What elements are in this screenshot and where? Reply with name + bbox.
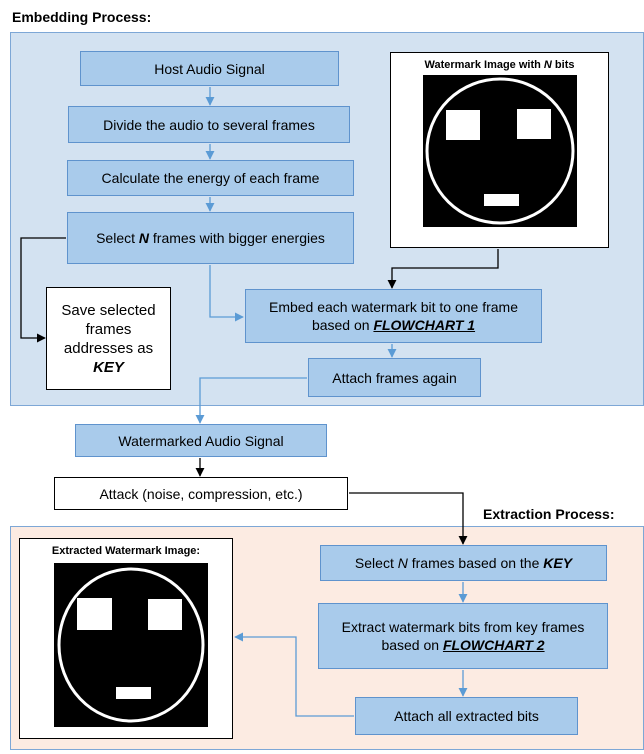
save-key-label: Save selected frames addresses as KEY <box>61 301 156 376</box>
attack-label: Attack (noise, compression, etc.) <box>99 485 303 502</box>
attach-bits-box[interactable]: Attach all extracted bits <box>355 697 578 735</box>
attack-box[interactable]: Attack (noise, compression, etc.) <box>54 477 348 510</box>
select-key-frames-label: Select N frames based on the KEY <box>354 555 573 571</box>
embed-bits-label: Embed each watermark bit to one frame ba… <box>268 299 518 333</box>
watermark-face-image <box>423 75 577 227</box>
select-frames-label: Select N frames with bigger energies <box>96 230 325 246</box>
select-key-frames-box[interactable]: Select N frames based on the KEY <box>320 545 607 581</box>
extract-bits-box[interactable]: Extract watermark bits from key frames b… <box>318 603 608 669</box>
attach-frames-box[interactable]: Attach frames again <box>308 358 481 397</box>
watermarked-audio-box[interactable]: Watermarked Audio Signal <box>75 424 327 457</box>
extracted-watermark-title: Extracted Watermark Image: <box>51 545 201 557</box>
arrow-select-to-save <box>20 237 66 343</box>
arrow-bits-to-image <box>234 632 354 717</box>
attach-frames-label: Attach frames again <box>332 369 457 386</box>
save-key-box[interactable]: Save selected frames addresses as KEY <box>46 287 171 390</box>
calculate-energy-label: Calculate the energy of each frame <box>101 170 320 186</box>
arrow-attach-to-watermarked <box>195 377 307 424</box>
attach-bits-label: Attach all extracted bits <box>394 708 539 724</box>
extraction-process-title: Extraction Process: <box>483 506 615 522</box>
watermark-image-title: Watermark Image with N bits <box>424 59 575 71</box>
divide-frames-label: Divide the audio to several frames <box>103 116 315 133</box>
host-audio-signal-label: Host Audio Signal <box>154 60 265 77</box>
select-frames-box[interactable]: Select N frames with bigger energies <box>67 212 354 264</box>
arrow-watermark-to-embed <box>387 249 499 289</box>
watermarked-audio-label: Watermarked Audio Signal <box>118 432 284 449</box>
embedding-process-title: Embedding Process: <box>12 9 152 25</box>
extracted-watermark-box: Extracted Watermark Image: <box>19 538 233 739</box>
key-symbol: KEY <box>543 555 573 571</box>
extract-bits-label: Extract watermark bits from key frames b… <box>341 619 585 653</box>
key-symbol: KEY <box>93 358 124 376</box>
n-symbol: N <box>543 59 552 71</box>
flowchart-1-ref: FLOWCHART 1 <box>373 317 476 333</box>
n-symbol: N <box>138 230 150 246</box>
host-audio-signal-box[interactable]: Host Audio Signal <box>80 51 339 86</box>
arrow-select-to-embed <box>209 265 244 322</box>
watermark-image-box: Watermark Image with N bits <box>390 52 609 248</box>
n-symbol: N <box>397 555 408 571</box>
arrow-attack-to-extract <box>349 492 468 545</box>
extracted-face-image <box>54 563 208 727</box>
flowchart-2-ref: FLOWCHART 2 <box>442 637 545 653</box>
embed-bits-box[interactable]: Embed each watermark bit to one frame ba… <box>245 289 542 343</box>
divide-frames-box[interactable]: Divide the audio to several frames <box>68 106 350 143</box>
calculate-energy-box[interactable]: Calculate the energy of each frame <box>67 160 354 196</box>
